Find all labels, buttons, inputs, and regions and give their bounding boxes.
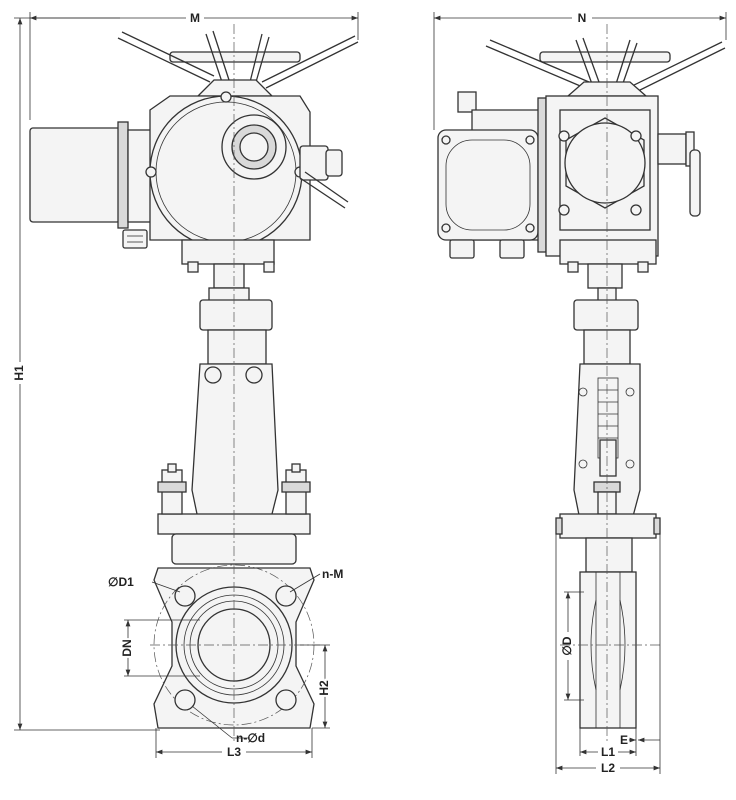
dimension-L3: L3	[155, 728, 313, 759]
label-L2: L2	[601, 761, 615, 775]
side-column	[573, 263, 641, 521]
label-D1: ∅D1	[108, 575, 134, 589]
dimension-DN: DN	[118, 619, 200, 677]
callout-nd: n-∅d	[191, 705, 265, 745]
dimension-L1: L1	[579, 728, 637, 759]
dimension-H2: H2	[300, 644, 333, 729]
label-nd: n-∅d	[236, 731, 265, 745]
side-handwheel	[485, 37, 726, 97]
side-view	[437, 24, 726, 744]
front-column	[191, 263, 279, 539]
side-gearbox	[545, 95, 701, 273]
dimension-E: E	[618, 728, 660, 749]
label-N: N	[578, 11, 587, 25]
callout-nM: n-M	[289, 567, 343, 593]
label-nM: n-M	[322, 567, 343, 581]
label-M: M	[190, 11, 200, 25]
front-view	[29, 24, 359, 744]
label-DN: DN	[120, 639, 134, 656]
dimension-D: ∅D	[560, 591, 584, 701]
side-valve-body	[555, 513, 661, 729]
label-E: E	[620, 733, 628, 747]
callout-D1: ∅D1	[108, 575, 181, 593]
dimension-H1: H1	[12, 17, 160, 731]
label-H1: H1	[12, 365, 26, 381]
front-gearbox	[145, 91, 349, 273]
front-handwheel	[117, 30, 359, 97]
front-motor	[29, 121, 155, 249]
label-L1: L1	[601, 745, 615, 759]
dimension-L2: L2	[555, 534, 661, 775]
label-H2: H2	[317, 680, 331, 696]
label-D: ∅D	[560, 636, 574, 655]
dimension-N: N	[433, 11, 727, 130]
label-L3: L3	[227, 745, 241, 759]
side-motor	[437, 91, 547, 259]
